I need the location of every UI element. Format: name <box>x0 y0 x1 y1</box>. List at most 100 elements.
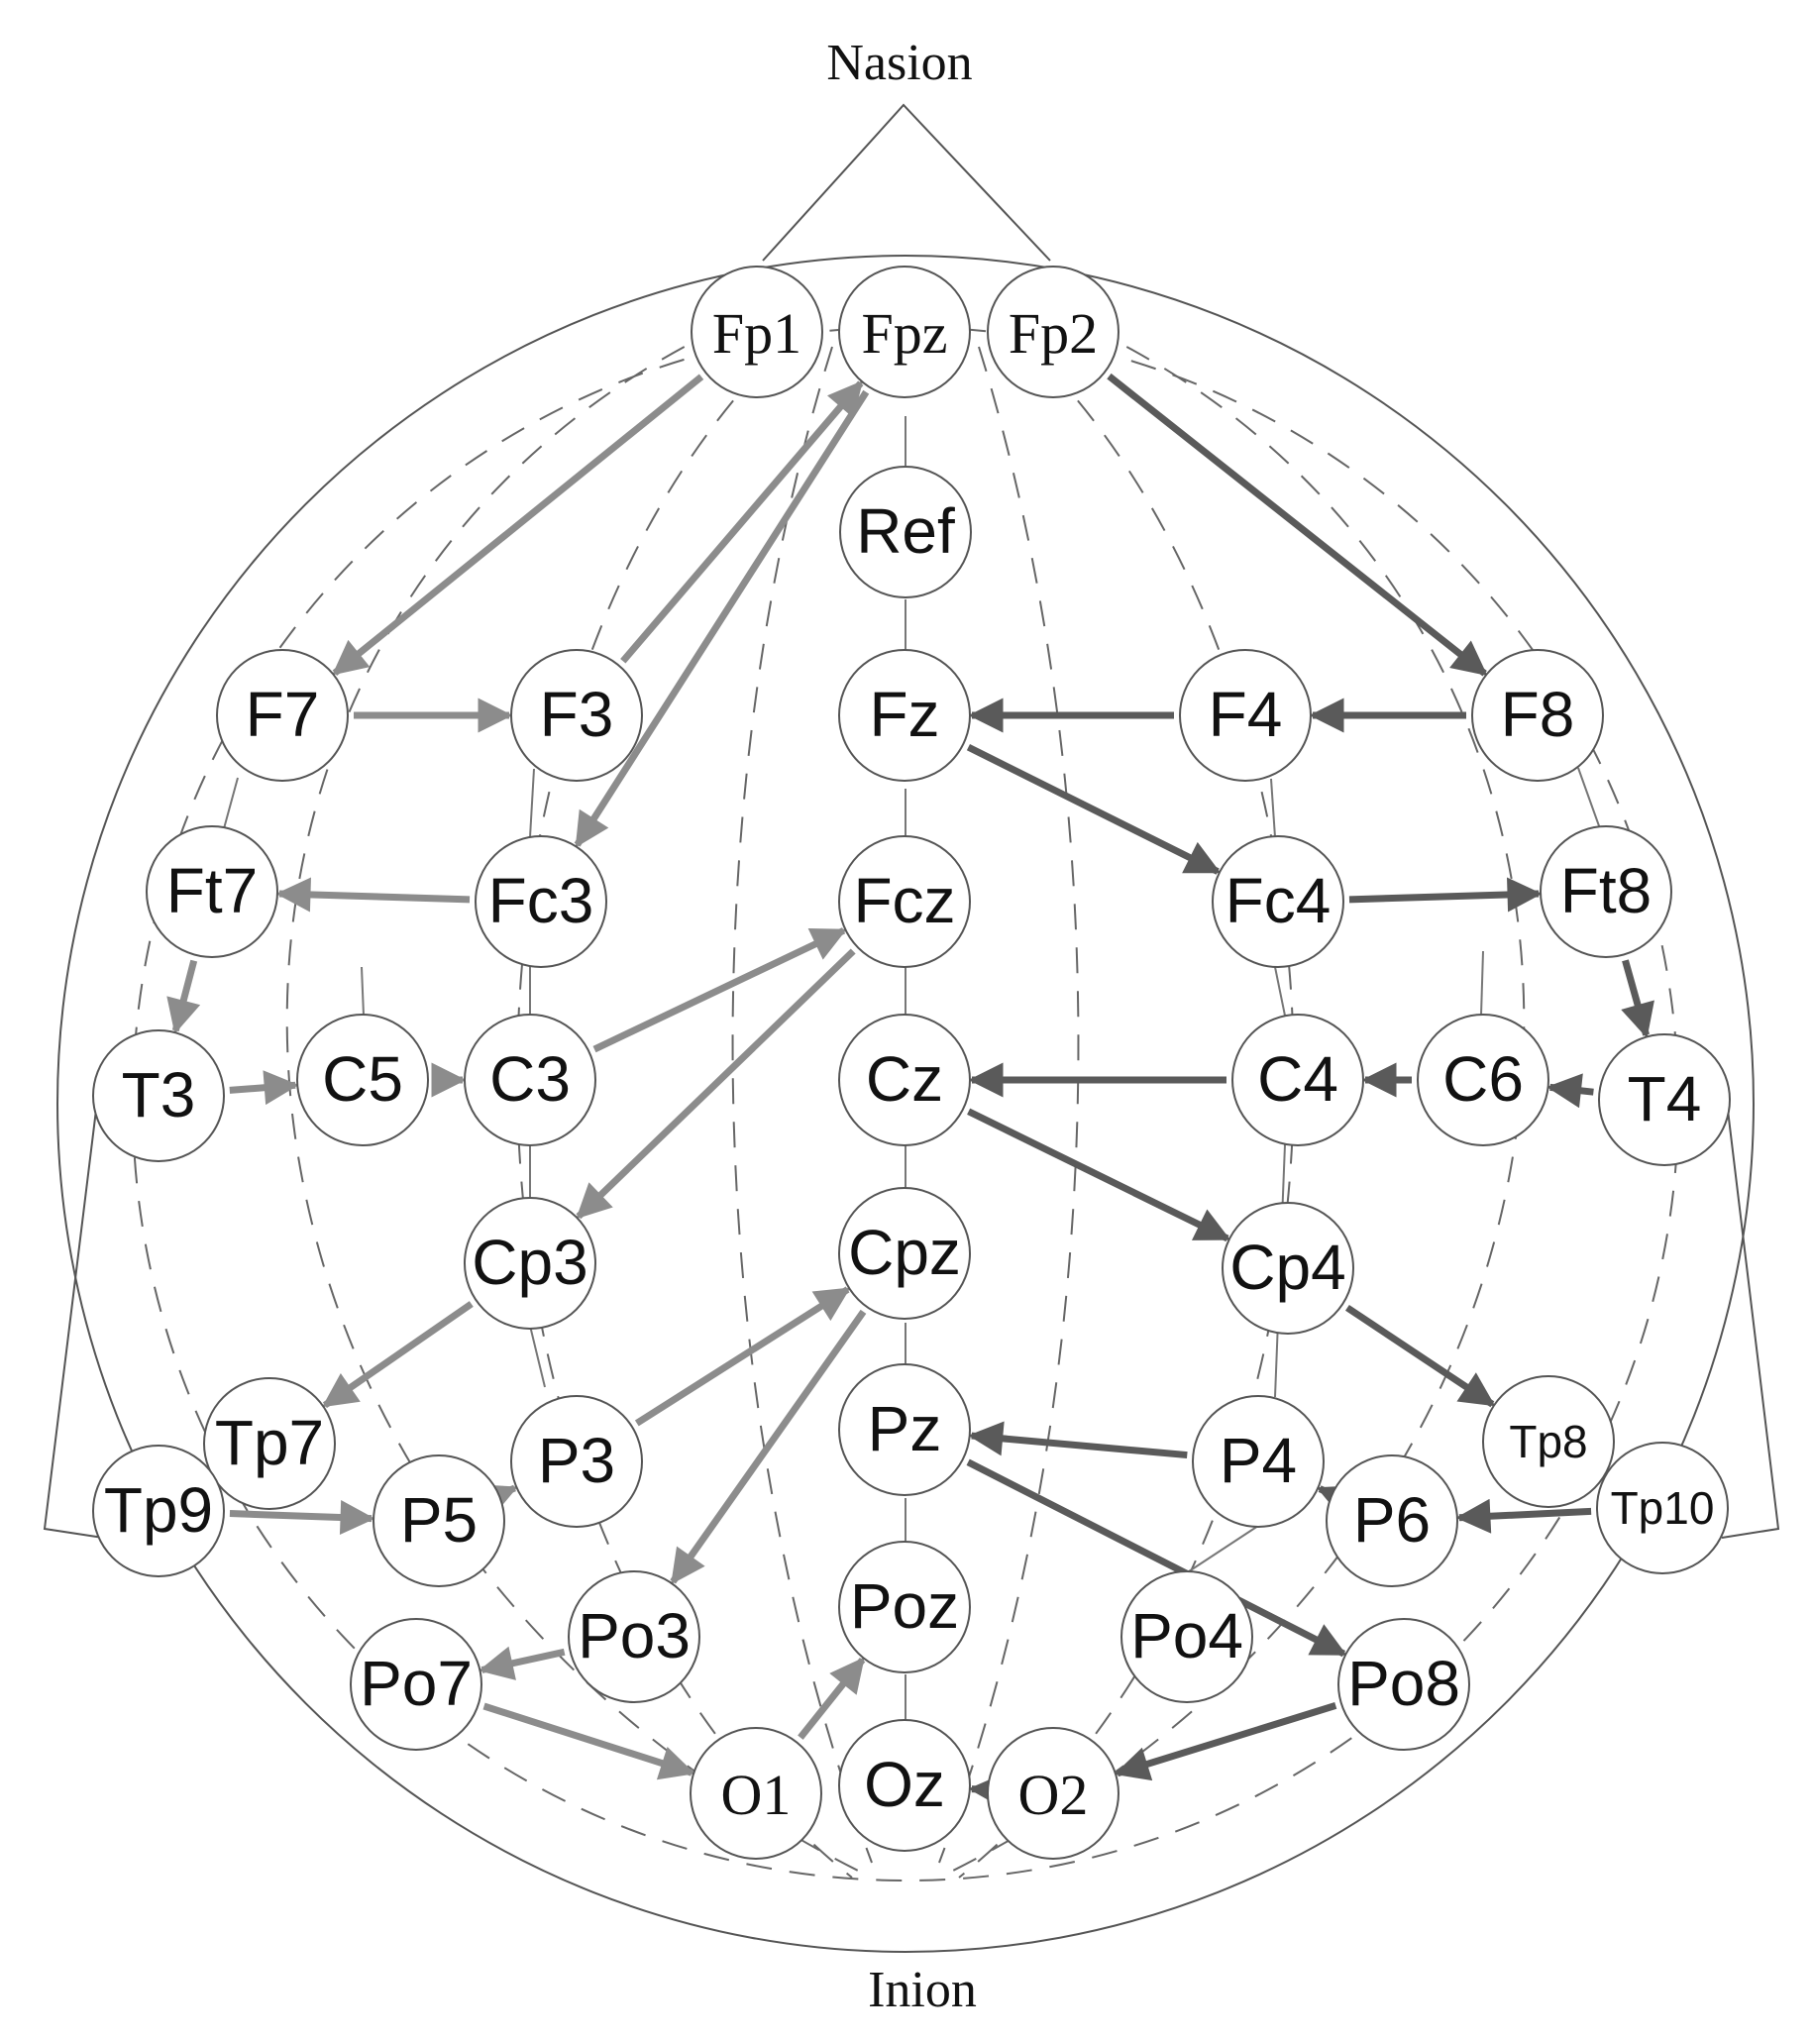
electrode-circle <box>568 1570 700 1703</box>
arrow-cz-to-cp4 <box>967 1108 1231 1242</box>
electrode-circle <box>92 1029 225 1162</box>
left-ear-outline <box>43 1101 104 1539</box>
electrode-label: Pz <box>868 1393 942 1464</box>
electrode-pz: Pz <box>838 1363 971 1496</box>
arrow-tp10-to-p6 <box>1455 1498 1592 1534</box>
arrow-pz-to-po8 <box>966 1458 1347 1658</box>
electrode-circle <box>216 649 349 782</box>
electrode-o1: O1 <box>690 1727 822 1860</box>
electrode-label: T3 <box>122 1059 196 1130</box>
arrow-cp4-to-tp8 <box>1345 1304 1496 1408</box>
electrode-circle <box>475 835 607 968</box>
electrode-circle <box>987 1727 1119 1860</box>
electrode-circle <box>838 1719 971 1852</box>
electrode-label: P5 <box>400 1484 478 1556</box>
electrode-cz: Cz <box>838 1014 971 1146</box>
arrow-fc4-to-ft8 <box>1348 877 1543 913</box>
electrode-circle <box>838 835 971 968</box>
electrode-label: Cp3 <box>472 1227 587 1298</box>
electrode-label: Oz <box>864 1749 945 1820</box>
electrode-label: F8 <box>1501 679 1575 750</box>
electrode-label: F3 <box>540 679 614 750</box>
electrode-circle <box>1417 1014 1549 1146</box>
electrode-tp9: Tp9 <box>92 1445 225 1577</box>
electrode-o2: O2 <box>987 1727 1119 1860</box>
electrode-ft7: Ft7 <box>146 825 278 958</box>
arrow-tp9-to-p5 <box>229 1499 375 1535</box>
electrode-circle <box>1596 1442 1729 1574</box>
electrode-circle <box>1120 1570 1253 1703</box>
electrode-cp3: Cp3 <box>464 1197 596 1330</box>
arrow-po8-to-o2 <box>1114 1702 1337 1781</box>
electrode-label: Po8 <box>1347 1648 1460 1719</box>
arrow-fp1-to-f7 <box>332 374 704 676</box>
right-ear-outline <box>1721 1101 1780 1539</box>
electrode-circle <box>146 825 278 958</box>
electrode-cp4: Cp4 <box>1222 1202 1354 1335</box>
electrode-circle <box>838 649 971 782</box>
electrode-fcz: Fcz <box>838 835 971 968</box>
electrode-t4: T4 <box>1598 1033 1731 1166</box>
arrow-fp2-to-f8 <box>1107 373 1488 677</box>
electrode-fc4: Fc4 <box>1212 835 1344 968</box>
arrow-p3-to-cpz <box>634 1286 851 1427</box>
electrode-po3: Po3 <box>568 1570 700 1703</box>
electrode-label: C5 <box>322 1043 403 1115</box>
electrode-circle <box>464 1197 596 1330</box>
electrode-circle <box>838 1014 971 1146</box>
arrow-cp3-to-tp7 <box>322 1301 474 1409</box>
electrode-label: Fz <box>869 679 939 750</box>
electrode-label: O1 <box>721 1763 792 1827</box>
electrode-circle <box>838 1187 971 1320</box>
electrode-circle <box>1231 1014 1364 1146</box>
arrow-po7-to-o1 <box>482 1702 695 1780</box>
electrode-circle <box>1482 1375 1615 1508</box>
electrode-f8: F8 <box>1471 649 1604 782</box>
electrode-label: Tp7 <box>215 1407 324 1478</box>
arrow-p5-to-p3 <box>479 1484 518 1517</box>
electrode-label: Fp1 <box>712 301 801 366</box>
electrode-circle <box>1598 1033 1731 1166</box>
electrode-label: Tp10 <box>1611 1482 1715 1534</box>
electrode-cpz: Cpz <box>838 1187 971 1320</box>
electrode-circle <box>1471 649 1604 782</box>
electrode-circle <box>1337 1618 1470 1751</box>
electrode-fz: Fz <box>838 649 971 782</box>
electrode-circle <box>373 1454 505 1587</box>
electrode-p3: P3 <box>510 1395 643 1528</box>
electrode-f4: F4 <box>1179 649 1312 782</box>
arrows-layer <box>166 373 1654 1808</box>
electrode-circle <box>1179 649 1312 782</box>
electrode-tp8: Tp8 <box>1482 1375 1615 1508</box>
electrode-p5: P5 <box>373 1454 505 1587</box>
electrode-label: F7 <box>246 679 320 750</box>
electrode-label: Fc3 <box>488 865 594 936</box>
electrode-poz: Poz <box>838 1541 971 1673</box>
electrode-label: F4 <box>1209 679 1283 750</box>
electrode-label: Fcz <box>853 865 955 936</box>
arrow-ft8-to-t4 <box>1621 959 1654 1038</box>
electrode-circle <box>1192 1395 1325 1528</box>
arrow-p4-to-pz <box>968 1421 1188 1459</box>
electrode-circle <box>838 1363 971 1496</box>
electrode-label: Cz <box>866 1043 943 1115</box>
arrow-fpz-to-fc3 <box>574 389 870 848</box>
electrode-label: Po7 <box>360 1648 473 1719</box>
arrow-t3-to-c5 <box>229 1070 299 1106</box>
electrode-label: Cp4 <box>1229 1232 1345 1303</box>
electrode-label: Fp2 <box>1009 301 1098 366</box>
electrode-circle <box>1540 825 1672 958</box>
electrode-t3: T3 <box>92 1029 225 1162</box>
electrode-label: Fc4 <box>1226 865 1332 936</box>
electrode-label: P3 <box>538 1425 615 1496</box>
electrode-circle <box>1212 835 1344 968</box>
electrode-circle <box>203 1377 336 1510</box>
electrode-label: Cpz <box>848 1217 961 1288</box>
arrow-o2-to-oz <box>968 1773 1005 1808</box>
arrow-p6-to-p4 <box>1316 1485 1356 1518</box>
arrow-o1-to-poz <box>798 1657 866 1740</box>
arrow-c3-to-fcz <box>592 927 847 1053</box>
electrode-circle <box>691 266 823 398</box>
inion-label: Inion <box>868 1962 977 2018</box>
electrode-label: P4 <box>1220 1425 1297 1496</box>
